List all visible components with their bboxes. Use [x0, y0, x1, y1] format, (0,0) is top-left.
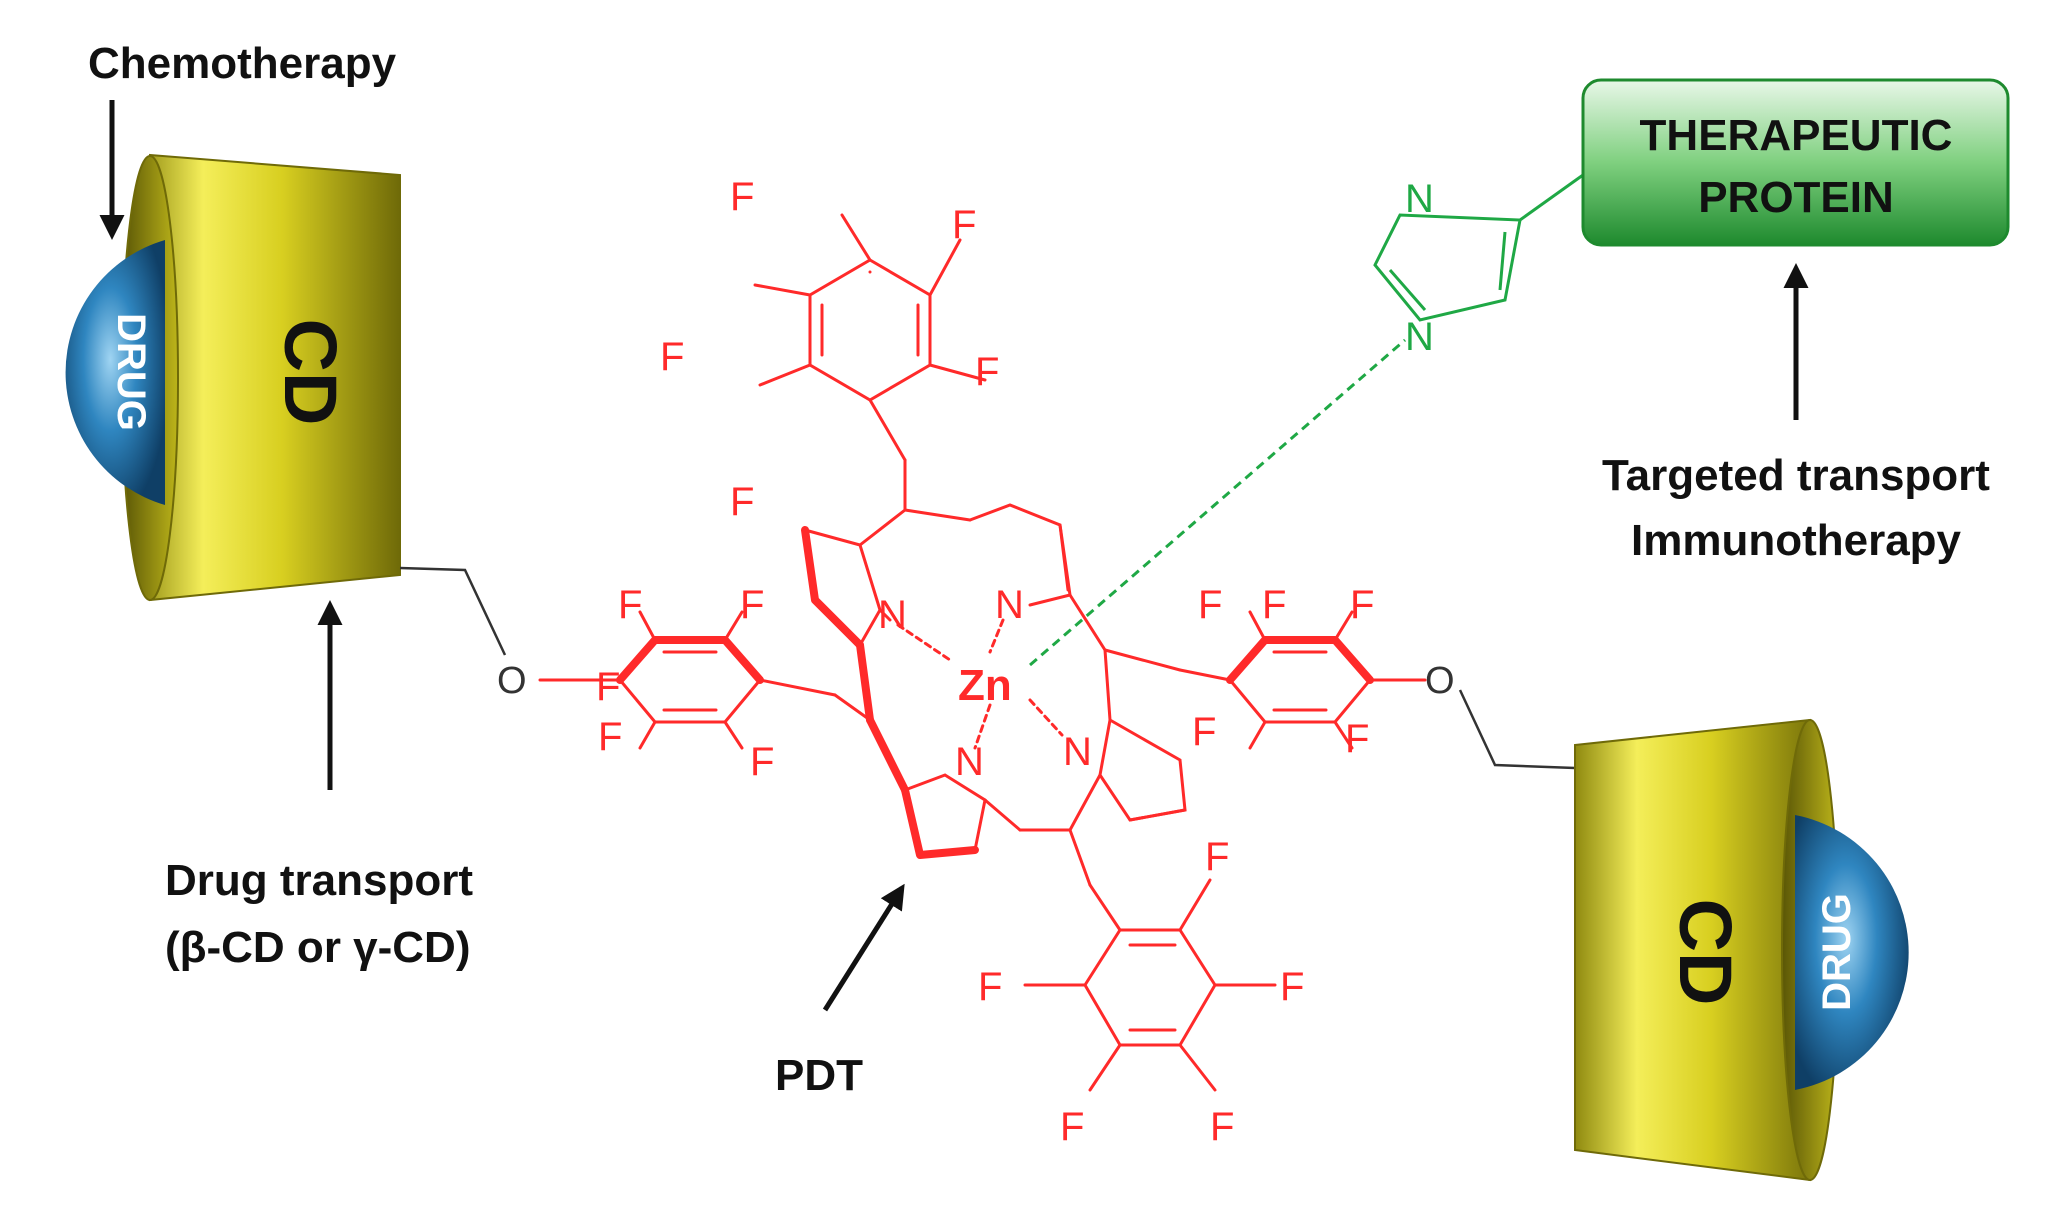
left-aryl-f-4: F: [750, 740, 774, 784]
zinc-atom: Zn: [958, 661, 1012, 710]
top-aryl-f-5: F: [730, 480, 754, 524]
imidazole: [1373, 168, 1591, 322]
protein-line-1: THERAPEUTIC: [1640, 111, 1953, 160]
right-cd-label: CD: [1664, 899, 1747, 1006]
porphyrin-n-2: N: [995, 583, 1024, 627]
cd-types-label: (β-CD or γ-CD): [165, 923, 471, 972]
left-aryl-f-1: F: [618, 583, 642, 627]
right-aryl-f-2: F: [1262, 583, 1286, 627]
top-aryl-f-3: F: [660, 335, 684, 379]
pdt-arrow: [822, 883, 905, 1012]
immunotherapy-label: Immunotherapy: [1631, 516, 1962, 565]
left-aryl-f-3: F: [598, 715, 622, 759]
imidazole-n-bottom: N: [1405, 315, 1434, 359]
bottom-aryl-f-3: F: [1280, 965, 1304, 1009]
therapeutic-protein-box: THERAPEUTIC PROTEIN: [1581, 78, 2010, 247]
right-oxygen: O: [1425, 660, 1455, 702]
chemotherapy-label: Chemotherapy: [88, 39, 397, 88]
drug-transport-label: Drug transport: [165, 856, 473, 905]
right-cd-unit: DRUG CD: [1574, 718, 1909, 1182]
right-aryl-f-5: F: [1345, 717, 1369, 761]
imidazole-n-top: N: [1405, 177, 1434, 221]
porphyrin-macrocycle: [801, 458, 1187, 887]
left-linker: [399, 566, 507, 656]
right-drug-sphere: [1795, 815, 1909, 1090]
pdt-label: PDT: [775, 1051, 863, 1100]
left-aryl-f-5: F: [596, 665, 620, 709]
top-aryl-f-4: F: [975, 350, 999, 394]
left-drug-sphere: [65, 240, 165, 505]
left-oxygen: O: [497, 660, 527, 702]
bottom-aryl-f-4: F: [1060, 1105, 1084, 1149]
top-aryl-ring: [753, 213, 987, 462]
right-aryl-f-4: F: [1192, 710, 1216, 754]
top-aryl-f-2: F: [952, 203, 976, 247]
right-linker: [1458, 689, 1576, 770]
bottom-aryl-f-1: F: [1205, 835, 1229, 879]
porphyrin-n-4: N: [955, 740, 984, 784]
left-drug-label: DRUG: [109, 313, 153, 431]
targeted-transport-label: Targeted transport: [1602, 451, 1990, 500]
bottom-aryl-f-2: F: [978, 965, 1002, 1009]
porphyrin-n-1: N: [878, 593, 907, 637]
left-aryl-ring: [616, 610, 837, 750]
zn-porphyrin: F F F F F F F F F F: [596, 175, 1427, 1149]
right-drug-label: DRUG: [1815, 893, 1859, 1011]
left-cd-label: CD: [269, 319, 352, 426]
zn-histidine-coordination: [1029, 338, 1406, 667]
top-aryl-f-1: F: [730, 175, 754, 219]
left-cd-unit: DRUG CD: [65, 153, 401, 602]
bottom-aryl-f-5: F: [1210, 1105, 1234, 1149]
right-aryl-ring: [1178, 610, 1427, 750]
right-aryl-f-1: F: [1198, 583, 1222, 627]
right-aryl-f-3: F: [1350, 583, 1374, 627]
protein-line-2: PROTEIN: [1698, 173, 1894, 222]
bottom-aryl-ring: [1023, 878, 1277, 1092]
left-aryl-f-2: F: [740, 583, 764, 627]
porphyrin-n-3: N: [1063, 730, 1092, 774]
